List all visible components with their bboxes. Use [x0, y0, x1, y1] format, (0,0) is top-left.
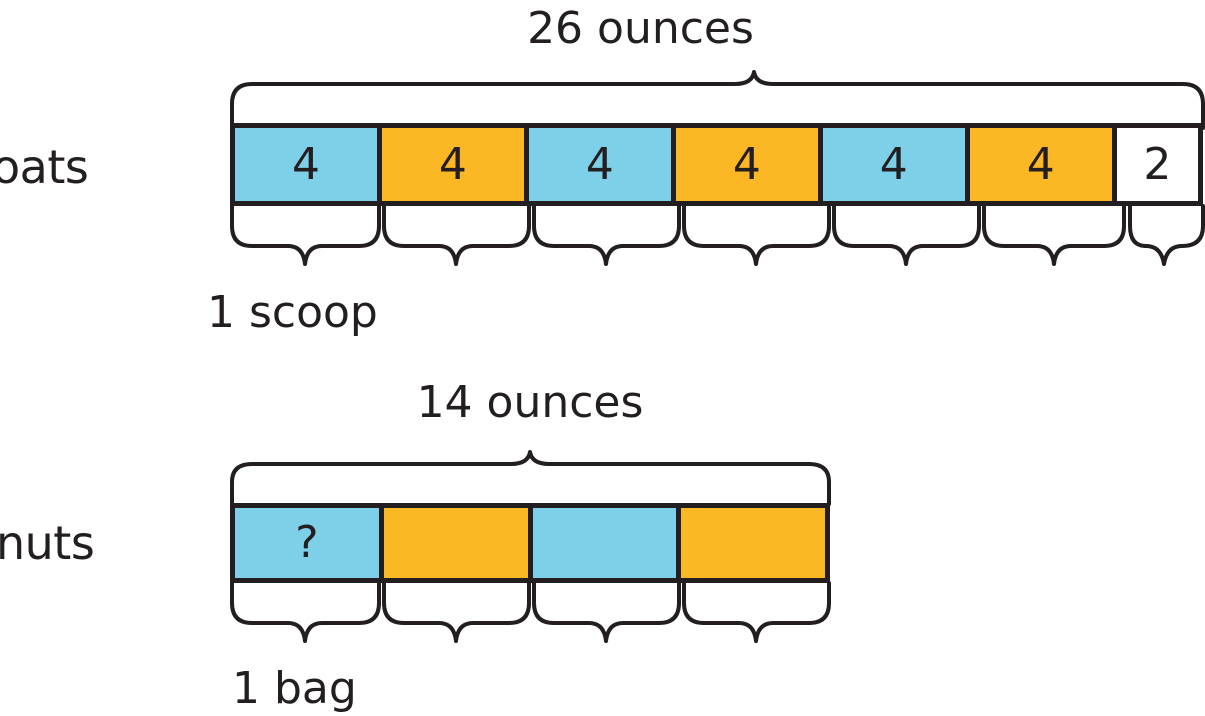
nuts-unit-label: 1 bag	[232, 663, 357, 714]
oats-bottom-braces	[230, 204, 1205, 266]
oats-tape-bar: 4 4 4 4 4 4 2	[230, 123, 1203, 206]
oats-cell-5: 4	[822, 128, 970, 201]
nuts-cell-4	[681, 508, 825, 578]
oats-top-brace	[230, 70, 1205, 130]
nuts-tape-bar: ?	[230, 503, 830, 583]
oats-unit-label: 1 scoop	[207, 287, 378, 338]
nuts-cell-1: ?	[235, 508, 384, 578]
nuts-cell-2	[383, 508, 533, 578]
nuts-total-label: 14 ounces	[416, 377, 644, 428]
nuts-cell-3	[532, 508, 682, 578]
oats-cell-3: 4	[528, 128, 676, 201]
oats-cell-6: 4	[969, 128, 1117, 201]
nuts-bottom-braces	[230, 581, 831, 643]
nuts-top-brace	[230, 450, 831, 506]
row-label-oats: oats	[0, 140, 89, 194]
row-label-nuts: nuts	[0, 516, 95, 570]
oats-cell-1: 4	[235, 128, 382, 201]
oats-total-text: 26 ounces	[527, 3, 754, 54]
oats-cell-7: 2	[1116, 128, 1198, 201]
oats-total-label: 26 ounces	[0, 3, 1205, 54]
oats-cell-2: 4	[381, 128, 529, 201]
oats-cell-4: 4	[675, 128, 823, 201]
